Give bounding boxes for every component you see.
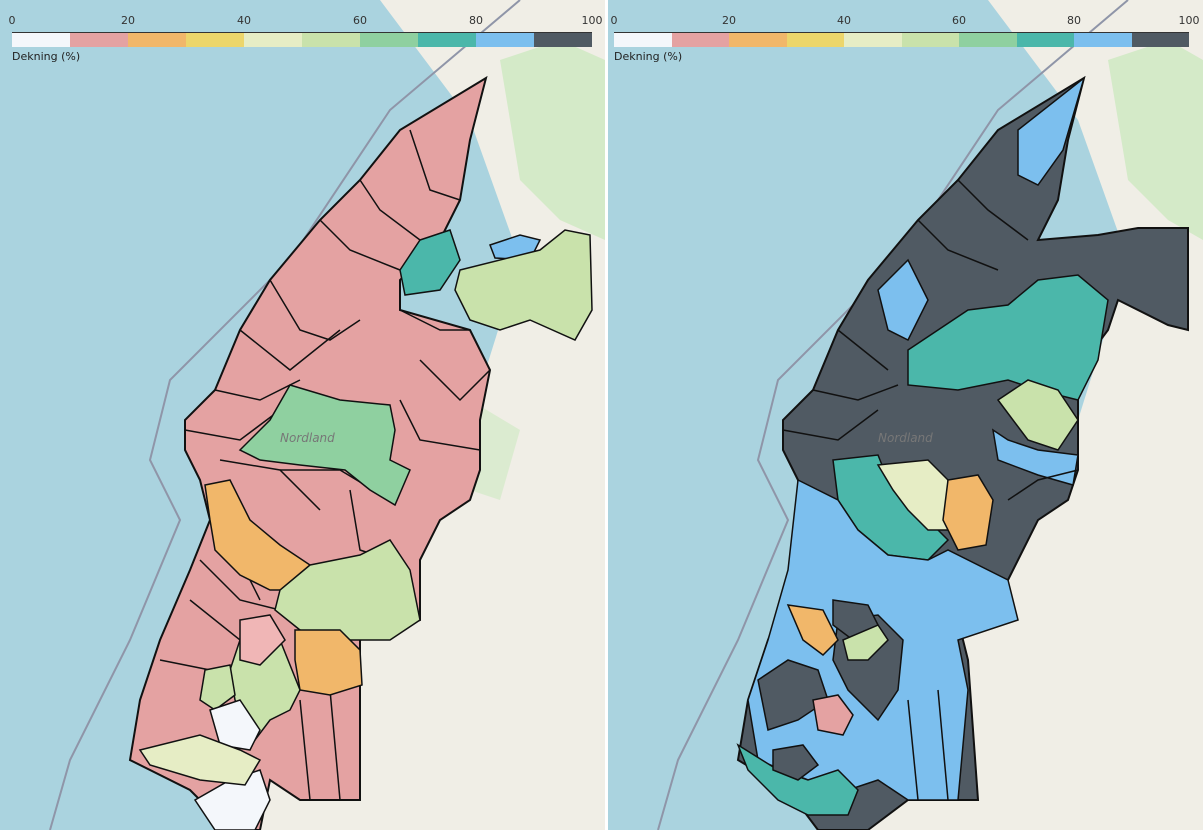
legend-title: Dekning (%) <box>12 50 81 63</box>
legend-tick: 0 <box>8 14 16 27</box>
region-light-green-mid[interactable] <box>274 539 421 641</box>
map-right[interactable]: Nordland <box>608 0 1203 830</box>
region-white-2[interactable] <box>193 769 271 830</box>
region-blue-west[interactable] <box>877 258 929 342</box>
legend-swatch <box>1131 33 1189 47</box>
legend-swatch <box>959 33 1017 47</box>
legend-swatch <box>302 33 360 47</box>
region-pink-light[interactable] <box>239 614 286 666</box>
legend-swatch <box>1016 33 1074 47</box>
legend-swatch <box>418 33 476 47</box>
legend-swatch <box>534 33 592 47</box>
map-panel-right[interactable]: Nordland 0 20 40 60 80 100 Dekning (%) <box>608 0 1203 830</box>
sea-boundary-line <box>49 0 521 830</box>
legend-tick: 80 <box>469 14 483 27</box>
region-orange-south[interactable] <box>294 629 363 696</box>
legend-tick: 100 <box>581 14 603 27</box>
region-green-center[interactable] <box>238 384 411 507</box>
legend: 0 20 40 60 80 100 Dekning (%) <box>8 14 603 63</box>
map-panel-left[interactable]: Nordland 0 20 40 60 80 100 Dekning (%) <box>0 0 605 830</box>
legend-swatch <box>729 33 787 47</box>
legend-tick: 0 <box>610 14 618 27</box>
legend-swatch <box>614 33 672 47</box>
legend-tick: 80 <box>1067 14 1081 27</box>
region-pale-green-2[interactable] <box>842 624 889 661</box>
region-pale-green[interactable] <box>138 734 262 786</box>
legend-tick: 60 <box>353 14 367 27</box>
legend-swatch <box>12 33 70 47</box>
region-teal[interactable] <box>399 229 461 296</box>
legend: 0 20 40 60 80 100 Dekning (%) <box>610 14 1200 63</box>
legend-swatch <box>476 33 534 47</box>
region-pale-yellow[interactable] <box>876 459 949 531</box>
green-area <box>500 40 605 240</box>
map-left[interactable]: Nordland <box>0 0 605 830</box>
green-area <box>1108 40 1203 240</box>
legend-tick: 60 <box>952 14 966 27</box>
legend-swatch <box>70 33 128 47</box>
legend-swatch <box>901 33 959 47</box>
region-light-green-small[interactable] <box>199 664 236 711</box>
legend-ticks: 0 20 40 60 80 100 <box>8 14 603 32</box>
region-white-1[interactable] <box>209 699 261 751</box>
legend-tick: 20 <box>121 14 135 27</box>
legend-tick: 40 <box>837 14 851 27</box>
region-pale-green-1[interactable] <box>996 379 1079 451</box>
legend-title: Dekning (%) <box>614 50 683 63</box>
region-blue-north[interactable] <box>1017 75 1086 186</box>
legend-swatch <box>786 33 844 47</box>
region-teal-band[interactable] <box>907 274 1109 401</box>
municipal-boundaries <box>782 179 1079 801</box>
legend-tick: 20 <box>722 14 736 27</box>
legend-ticks: 0 20 40 60 80 100 <box>610 14 1200 32</box>
region-light-green-ne[interactable] <box>454 229 593 341</box>
legend-swatch <box>128 33 186 47</box>
legend-swatch <box>671 33 729 47</box>
legend-color-bar <box>614 32 1189 47</box>
place-label-nordland: Nordland <box>280 431 335 445</box>
legend-tick: 100 <box>1178 14 1200 27</box>
mainland <box>848 0 1203 830</box>
place-label-nordland: Nordland <box>878 431 933 445</box>
region-pink[interactable] <box>812 694 854 736</box>
legend-swatch <box>186 33 244 47</box>
region-orange-center[interactable] <box>942 474 994 551</box>
region-orange-south[interactable] <box>786 604 839 656</box>
sea-boundary-line <box>657 0 1129 830</box>
legend-color-bar <box>12 32 592 47</box>
mainland <box>240 0 605 830</box>
legend-swatch <box>360 33 418 47</box>
legend-swatch <box>844 33 902 47</box>
region-dark-coast[interactable] <box>772 744 820 781</box>
legend-tick: 40 <box>237 14 251 27</box>
legend-swatch <box>244 33 302 47</box>
legend-swatch <box>1074 33 1132 47</box>
